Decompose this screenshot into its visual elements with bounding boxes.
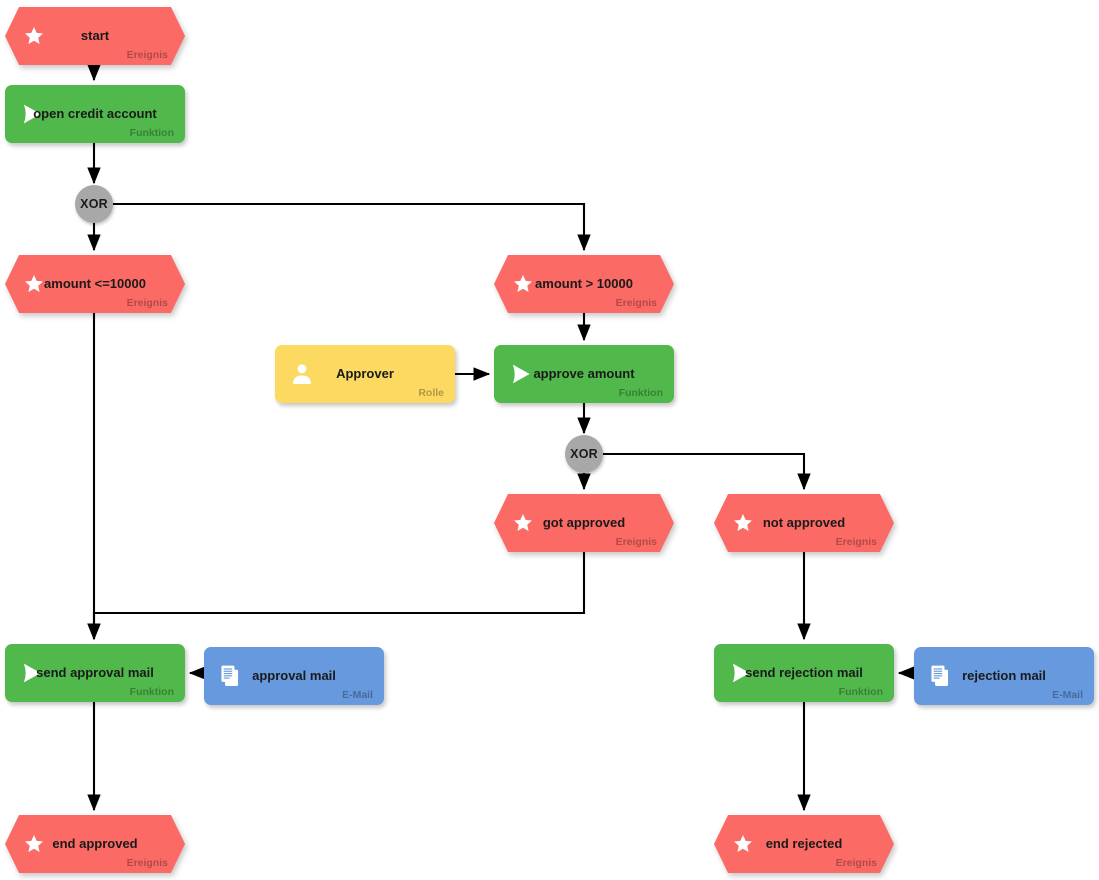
event-hexagon: [714, 815, 894, 873]
node-type-label: E-Mail: [342, 689, 373, 701]
gateway-label: XOR: [570, 447, 598, 461]
connector-got_approved-to-send_approval: [87, 552, 586, 641]
gateway-xor1[interactable]: XOR: [75, 185, 113, 223]
node-label: open credit account: [33, 105, 157, 121]
node-label: send approval mail: [36, 664, 154, 680]
node-type-label: Funktion: [618, 387, 663, 399]
person-icon: [289, 361, 315, 387]
play-triangle-icon: [508, 361, 534, 387]
node-label: rejection mail: [962, 667, 1046, 683]
event-hexagon: [5, 255, 185, 313]
node-type-label: Funktion: [838, 686, 883, 698]
gateway-xor2[interactable]: XOR: [565, 435, 603, 473]
event-hexagon: [494, 494, 674, 552]
node-label: approve amount: [533, 365, 635, 381]
event-hexagon: [5, 815, 185, 873]
play-triangle-icon: [728, 660, 754, 686]
event-hexagon: [5, 7, 185, 65]
connector-xor1-to-amount_gt: [113, 202, 591, 252]
document-pages-icon: [928, 663, 954, 689]
node-label: Approver: [336, 365, 394, 381]
event-hexagon: [714, 494, 894, 552]
node-label: send rejection mail: [745, 664, 863, 680]
node-label: approval mail: [252, 667, 336, 683]
play-triangle-icon: [19, 101, 45, 127]
document-pages-icon: [218, 663, 244, 689]
event-hexagon: [494, 255, 674, 313]
node-type-label: E-Mail: [1052, 689, 1083, 701]
connector-xor2-to-not_approved: [603, 452, 811, 491]
node-type-label: Funktion: [129, 686, 174, 698]
node-type-label: Funktion: [129, 127, 174, 139]
node-type-label: Rolle: [418, 387, 444, 399]
gateway-label: XOR: [80, 197, 108, 211]
play-triangle-icon: [19, 660, 45, 686]
